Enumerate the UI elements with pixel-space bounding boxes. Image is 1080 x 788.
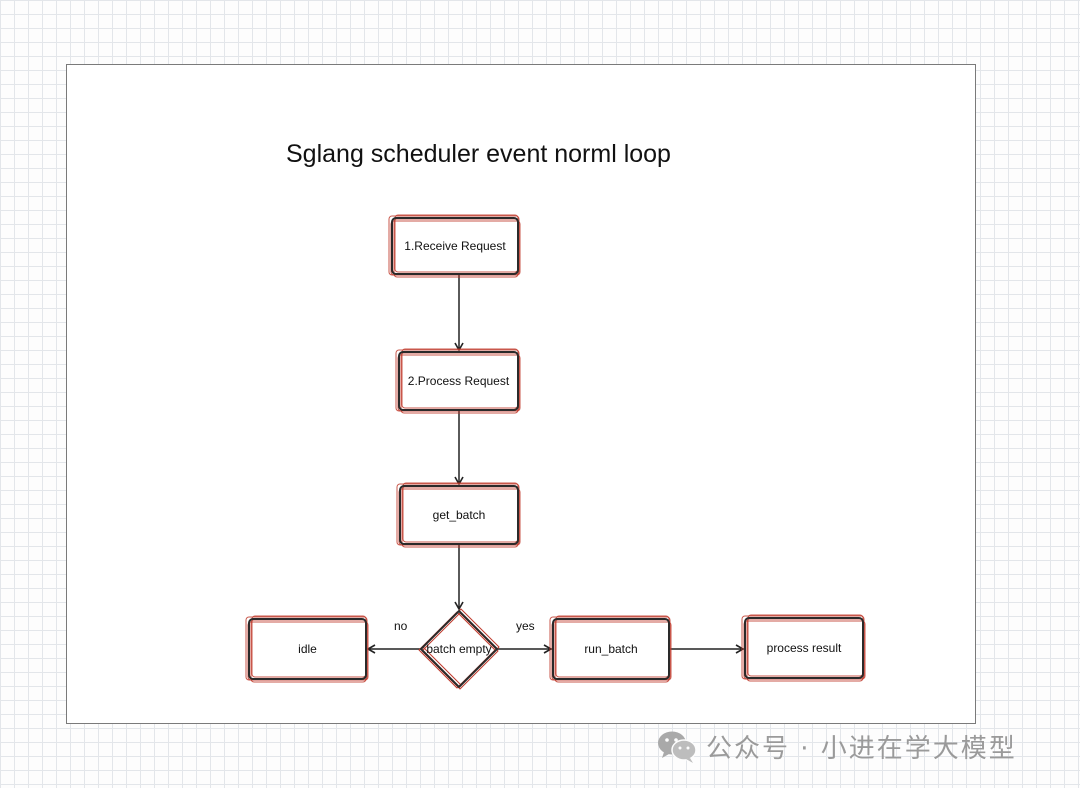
node-run-batch <box>549 615 672 683</box>
node-label-process-result: process result <box>766 641 842 655</box>
node-receive <box>388 214 521 278</box>
node-label-receive: 1.Receive Request <box>404 239 506 253</box>
node-label-process: 2.Process Request <box>407 374 510 388</box>
node-idle <box>245 615 369 683</box>
diagram-title: Sglang scheduler event norml loop <box>286 140 671 168</box>
node-get-batch <box>396 482 521 548</box>
diagram-canvas <box>66 64 976 724</box>
wechat-icon <box>658 731 697 763</box>
edge-label-no: no <box>394 619 408 633</box>
node-label-run-batch: run_batch <box>584 642 638 656</box>
node-process-result <box>741 614 866 682</box>
node-label-get-batch: get_batch <box>432 508 486 522</box>
watermark: 公众号 · 小进在学大模型 <box>656 726 1017 766</box>
node-batch-empty <box>418 608 500 690</box>
node-label-batch-empty: batch empty <box>426 642 492 656</box>
node-process <box>395 348 521 414</box>
node-label-idle: idle <box>298 642 317 656</box>
watermark-text: 公众号 · 小进在学大模型 <box>706 733 1017 764</box>
edge-label-yes: yes <box>516 619 535 633</box>
